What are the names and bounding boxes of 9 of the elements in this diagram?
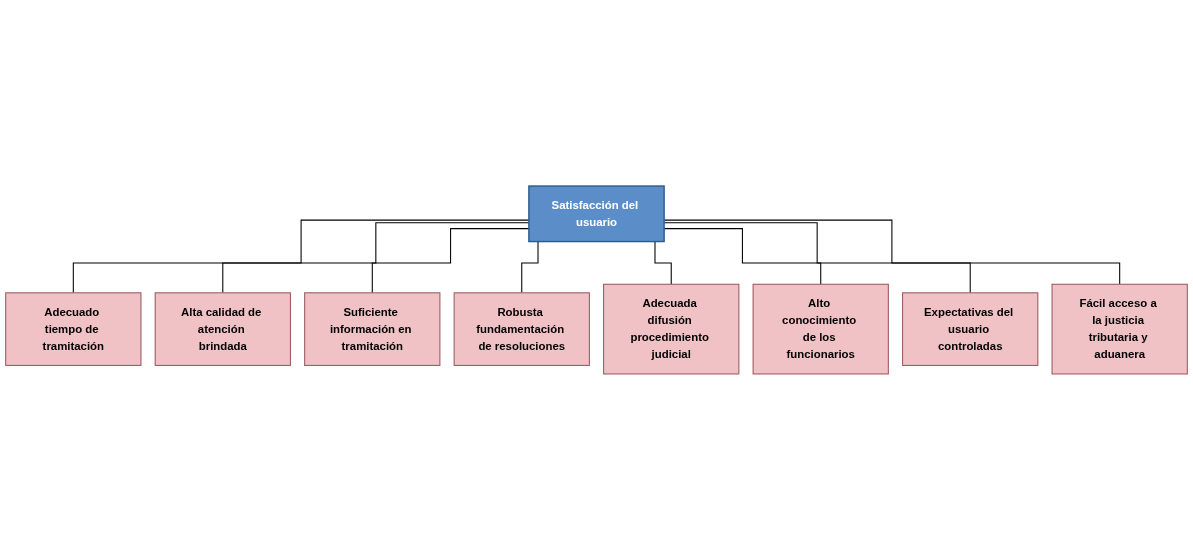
node-box: Alta calidad de atención brindada — [154, 292, 291, 366]
node-box: Alto conocimiento de los funcionarios — [752, 283, 889, 375]
node-box: Robusta fundamentación de resoluciones — [453, 292, 590, 366]
node-box: Adecuado tiempo de tramitación — [5, 292, 142, 366]
node-box: Suficiente información en tramitación — [304, 292, 441, 366]
node-box: Satisfacción del usuario — [528, 185, 665, 243]
node-box: Fácil acceso a la justicia tributaria y aduanera — [1051, 283, 1188, 375]
node-box: Adecuada difusión procedimiento judicial — [603, 283, 740, 375]
node-box: Expectativas del usuario controladas — [902, 292, 1039, 366]
